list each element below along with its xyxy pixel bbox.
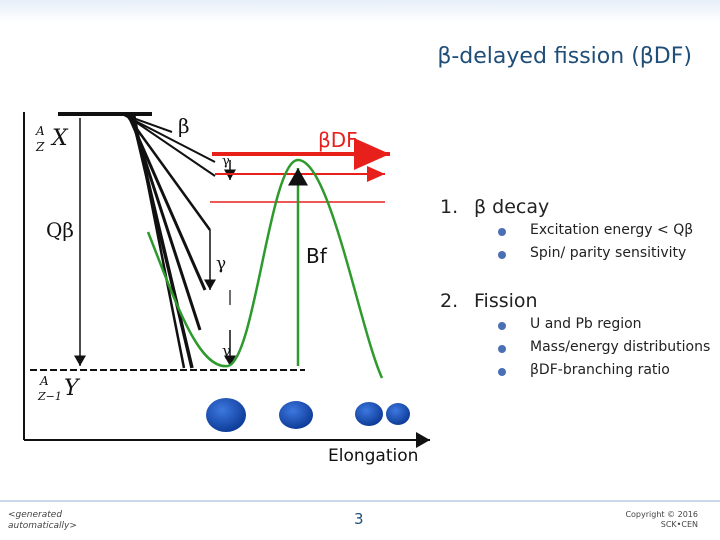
nucleus-shape-2: [279, 401, 313, 429]
gamma-label-1: γ: [222, 154, 230, 169]
daughter-atomic-number: Z−1: [38, 390, 62, 403]
parent-atomic-number: Z: [36, 140, 45, 154]
fission-barrier-curve: [146, 158, 384, 379]
footer-generated: <generated automatically>: [8, 510, 77, 531]
q-beta-label: Qβ: [46, 218, 74, 242]
slide-title: β-delayed fission (βDF): [437, 44, 692, 69]
list-subitem: Spin/ parity sensitivity: [440, 245, 720, 268]
nucleus-shape-3a: [355, 402, 383, 426]
page-number: 3: [354, 510, 364, 528]
daughter-symbol: Y: [64, 376, 79, 401]
bdf-label: βDF: [318, 128, 358, 152]
gamma-label-2: γ: [216, 254, 227, 274]
bullet-icon: [498, 251, 506, 259]
list-subitem: U and Pb region: [440, 316, 720, 339]
bullet-icon: [498, 345, 506, 353]
beta-decay-lines: [121, 113, 216, 369]
nucleus-shape-3b: [386, 403, 410, 425]
footer-bar: [0, 500, 720, 502]
elongation-label: Elongation: [328, 446, 419, 466]
list-subitem: βDF-branching ratio: [440, 362, 720, 385]
nucleus-shape-1: [206, 398, 246, 432]
list-item: 1. β decay: [440, 196, 550, 218]
parent-symbol: X: [52, 126, 68, 151]
gamma-label-3: γ: [222, 342, 231, 360]
list-item: 2. Fission: [440, 290, 538, 312]
parent-mass-number: A: [36, 124, 45, 138]
bullet-icon: [498, 228, 506, 236]
list-subitem: Excitation energy < Qβ: [440, 222, 720, 245]
top-band: [0, 0, 720, 22]
bullet-icon: [498, 322, 506, 330]
bullet-list: 1. β decay Excitation energy < Qβ Spin/ …: [440, 196, 720, 385]
list-subitem: Mass/energy distributions: [440, 339, 720, 362]
beta-label: β: [178, 114, 190, 138]
bf-label: Bf: [306, 244, 327, 268]
bullet-icon: [498, 368, 506, 376]
footer-copyright: Copyright © 2016 SCK•CEN: [625, 510, 698, 529]
daughter-mass-number: A: [40, 374, 49, 388]
